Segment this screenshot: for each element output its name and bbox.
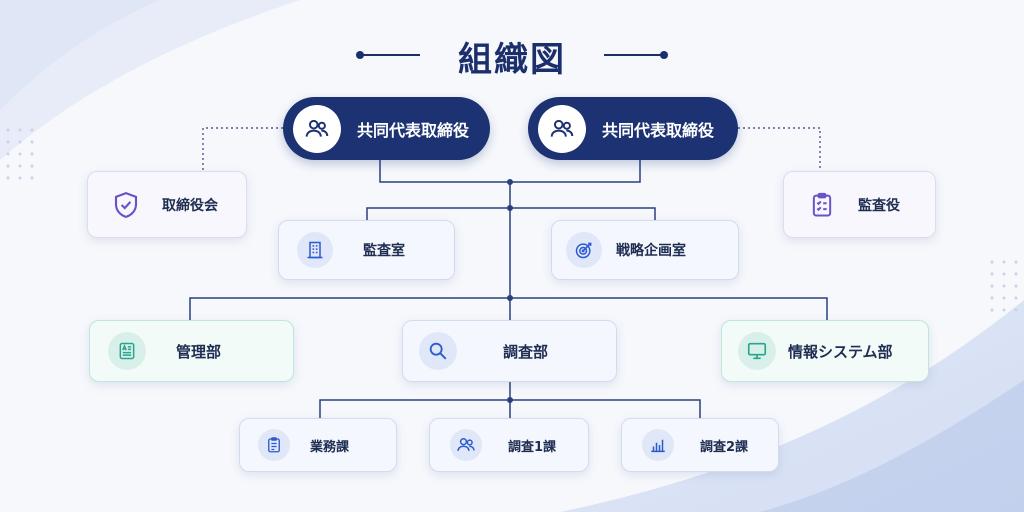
bar-chart-icon xyxy=(642,429,674,461)
exec-label: 共同代表取締役 xyxy=(602,120,715,140)
research-dept-label: 調査部 xyxy=(503,342,549,361)
audit-office-label: 監査室 xyxy=(363,243,405,259)
building-icon xyxy=(297,232,333,268)
auditor-node[interactable]: 監査役 xyxy=(783,171,936,238)
research-section-2-node[interactable]: 調査2課 xyxy=(621,418,779,472)
users-icon xyxy=(450,429,482,461)
exec-node-2[interactable]: 共同代表取締役 xyxy=(528,97,738,160)
shield-check-icon xyxy=(106,185,146,225)
operations-section-label: 業務課 xyxy=(310,439,350,455)
research-section-1-node[interactable]: 調査1課 xyxy=(429,418,589,472)
exec-label: 共同代表取締役 xyxy=(357,120,470,140)
exec-node-1[interactable]: 共同代表取締役 xyxy=(283,97,490,160)
target-icon xyxy=(566,232,602,268)
it-dept-node[interactable]: 情報システム部 xyxy=(721,320,929,382)
junction-dots xyxy=(507,179,513,403)
board-node[interactable]: 取締役会 xyxy=(87,171,247,238)
auditor-label: 監査役 xyxy=(858,197,900,214)
research-section-2-label: 調査2課 xyxy=(700,439,749,455)
research-section-1-label: 調査1課 xyxy=(508,439,557,455)
dot-grid-right xyxy=(990,260,1018,312)
strategy-office-label: 戦略企画室 xyxy=(616,243,686,259)
research-dept-node[interactable]: 調査部 xyxy=(402,320,617,382)
page-title: 組織図 xyxy=(458,40,566,80)
dot-grid-left xyxy=(6,128,34,180)
admin-dept-node[interactable]: 管理部 xyxy=(89,320,294,382)
clipboard-icon xyxy=(258,429,290,461)
id-card-icon xyxy=(108,332,146,370)
audit-office-node[interactable]: 監査室 xyxy=(278,220,455,280)
users-icon xyxy=(538,104,586,153)
users-icon xyxy=(293,104,341,153)
search-icon xyxy=(419,332,457,370)
board-label: 取締役会 xyxy=(162,197,218,214)
title-block: 組織図 xyxy=(352,30,672,80)
advisory-dotted-lines xyxy=(202,127,821,171)
monitor-icon xyxy=(738,332,776,370)
it-dept-label: 情報システム部 xyxy=(788,342,893,361)
admin-dept-label: 管理部 xyxy=(176,342,222,361)
strategy-office-node[interactable]: 戦略企画室 xyxy=(551,220,739,280)
clipboard-list-icon xyxy=(802,185,842,225)
operations-section-node[interactable]: 業務課 xyxy=(239,418,397,472)
